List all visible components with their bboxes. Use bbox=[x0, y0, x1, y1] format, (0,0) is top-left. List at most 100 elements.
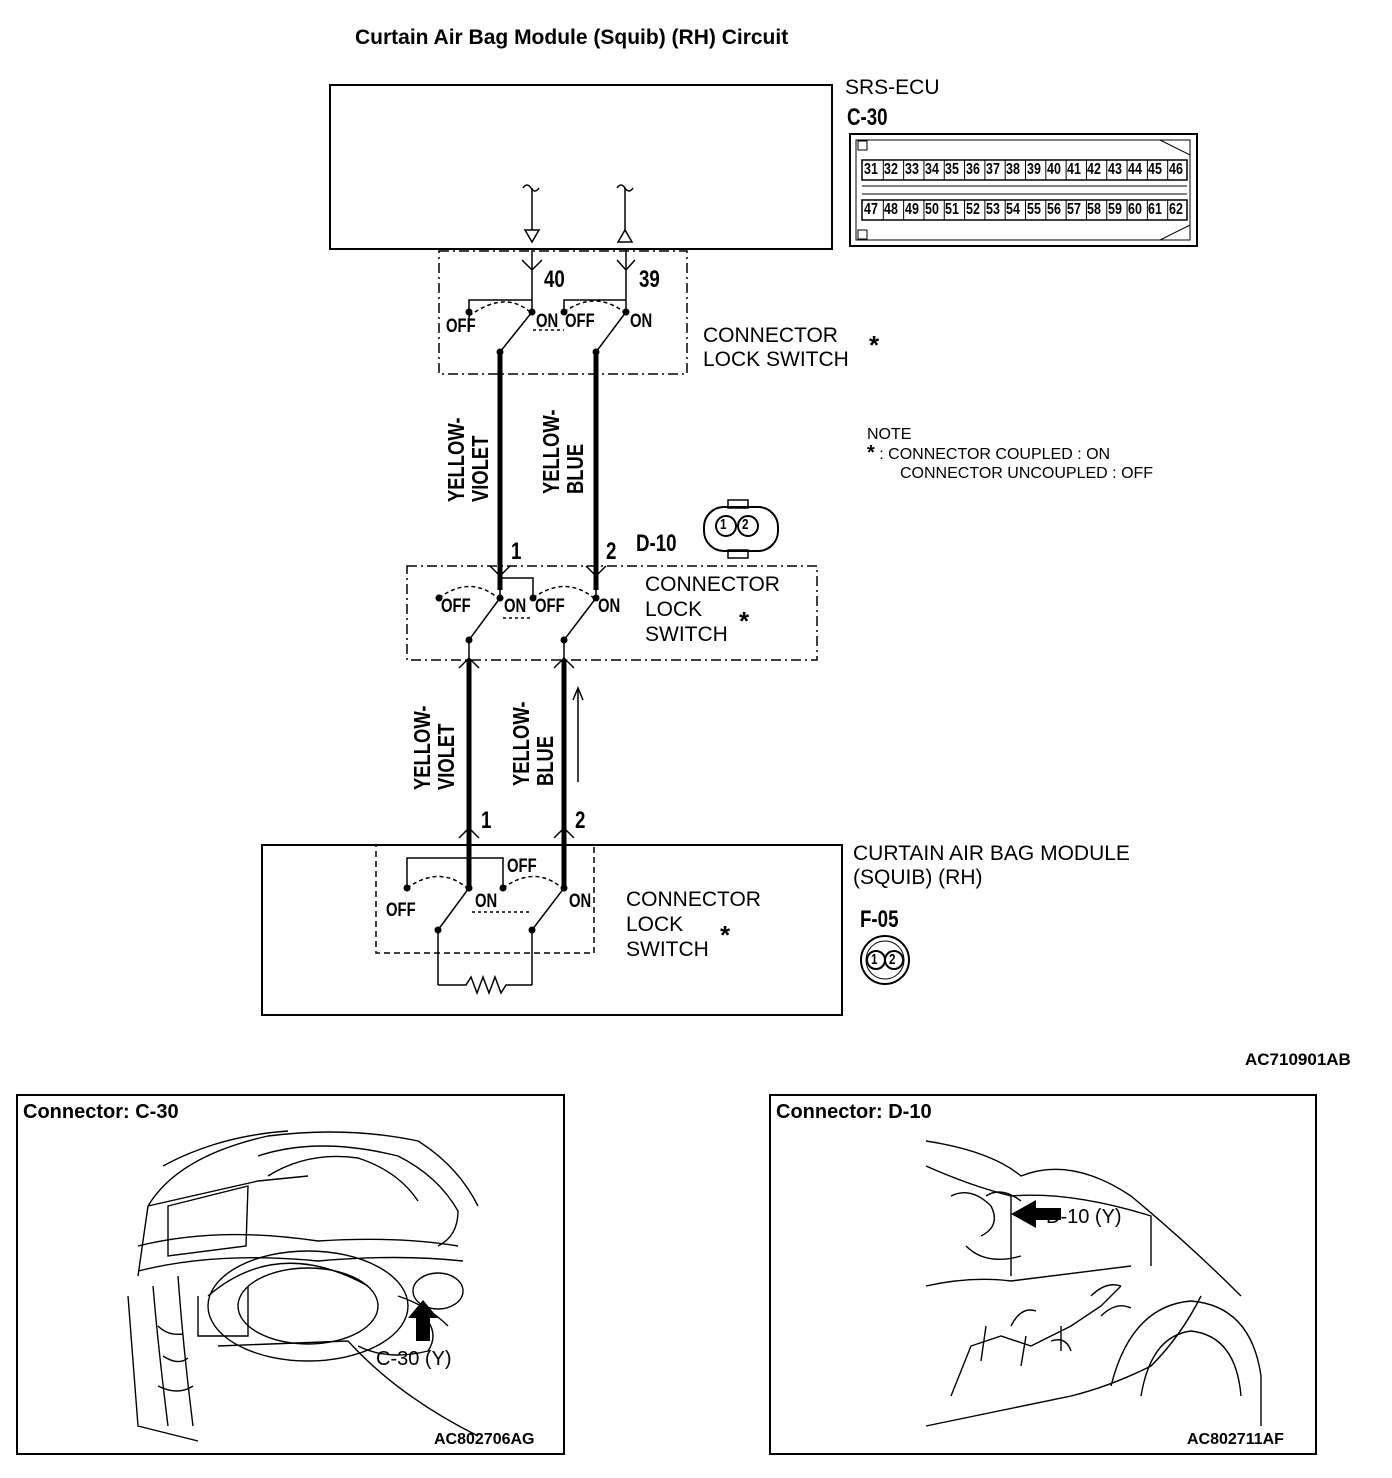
module-name-line2: (SQUIB) (RH) bbox=[853, 866, 983, 889]
c30-bottom-pin: 62 bbox=[1168, 201, 1183, 218]
c30-top-pin: 40 bbox=[1046, 161, 1061, 178]
note-line1: : CONNECTOR COUPLED : ON bbox=[879, 446, 1111, 463]
wire-label-upper-right: YELLOW- BLUE bbox=[538, 409, 588, 494]
wire-label-upper-right-1: YELLOW- bbox=[538, 409, 564, 494]
c30-bottom-pin: 58 bbox=[1087, 201, 1102, 218]
c30-bottom-pin: 61 bbox=[1148, 201, 1163, 218]
c30-top-pin: 43 bbox=[1107, 161, 1122, 178]
module-name-line1: CURTAIN AIR BAG MODULE bbox=[853, 842, 1130, 865]
wire-label-upper-left-1: YELLOW- bbox=[443, 417, 469, 502]
module-lock-switch-box bbox=[375, 844, 595, 954]
wire-label-lower-left-2: VIOLET bbox=[433, 723, 459, 790]
upper-off-label-1: OFF bbox=[446, 316, 476, 337]
c30-top-pin: 36 bbox=[965, 161, 980, 178]
module-lock-switch-circuit bbox=[406, 826, 575, 996]
middle-on-label-1: ON bbox=[504, 596, 527, 617]
d10-body-illustration bbox=[925, 1140, 1262, 1427]
middle-lock-switch-label: CONNECTOR LOCK SWITCH bbox=[645, 572, 780, 647]
upper-lock-switch-label: CONNECTOR LOCK SWITCH bbox=[703, 324, 849, 372]
c30-top-pin: 31 bbox=[864, 161, 878, 178]
c30-top-pin: 44 bbox=[1128, 161, 1142, 178]
c30-top-pin: 35 bbox=[945, 161, 960, 178]
middle-lock-switch-star: * bbox=[739, 606, 750, 636]
panel-connector-d10: Connector: D-10 D-10 (Y) AC802711AF bbox=[769, 1094, 1317, 1455]
current-direction-arrow bbox=[572, 686, 584, 782]
upper-off-label-2: OFF bbox=[565, 311, 595, 332]
c30-bottom-pin: 54 bbox=[1006, 201, 1021, 218]
module-off-label-left: OFF bbox=[386, 900, 416, 921]
f05-connector-icon bbox=[860, 935, 910, 985]
f05-icon-pin1: 1 bbox=[871, 951, 878, 968]
panel-d10-title: Connector: D-10 bbox=[776, 1101, 932, 1123]
ecu-internal-symbols bbox=[522, 184, 634, 244]
d10-icon-pin2: 2 bbox=[742, 516, 749, 533]
c30-bottom-pin: 57 bbox=[1067, 201, 1082, 218]
panel-c30-code: AC802706AG bbox=[434, 1431, 535, 1448]
panel-connector-c30: Connector: C-30 C-30 (Y) AC8 bbox=[16, 1094, 565, 1455]
c30-top-pin: 45 bbox=[1148, 161, 1163, 178]
c30-top-pin: 38 bbox=[1006, 161, 1021, 178]
note-heading: NOTE bbox=[867, 426, 912, 443]
note-block: NOTE * : CONNECTOR COUPLED : ON CONNECTO… bbox=[867, 425, 1153, 483]
c30-top-pin: 34 bbox=[924, 161, 939, 178]
panel-c30-title: Connector: C-30 bbox=[23, 1101, 179, 1123]
c30-locator-arrow bbox=[408, 1300, 438, 1341]
srs-ecu-box bbox=[329, 84, 833, 250]
c30-top-pin: 32 bbox=[884, 161, 899, 178]
wire-label-lower-right: YELLOW- BLUE bbox=[508, 701, 558, 786]
pin-39-label: 39 bbox=[639, 266, 660, 293]
c30-top-pin: 41 bbox=[1067, 161, 1082, 178]
f05-connector-id: F-05 bbox=[860, 906, 899, 933]
d10-pin1-label: 1 bbox=[511, 538, 522, 565]
c30-dashboard-illustration bbox=[127, 1130, 479, 1442]
c30-top-pin: 37 bbox=[985, 161, 1000, 178]
wire-label-upper-right-2: BLUE bbox=[562, 443, 588, 494]
note-line2: CONNECTOR UNCOUPLED : OFF bbox=[900, 465, 1154, 482]
ecu-name: SRS-ECU bbox=[845, 76, 940, 99]
d10-connector-icon bbox=[703, 499, 779, 559]
middle-off-label-2: OFF bbox=[535, 596, 565, 617]
c30-top-pin: 39 bbox=[1026, 161, 1041, 178]
upper-lock-switch-star: * bbox=[869, 330, 880, 360]
c30-bottom-pin: 56 bbox=[1046, 201, 1061, 218]
c30-bottom-pin: 50 bbox=[924, 201, 939, 218]
upper-on-label-2: ON bbox=[630, 311, 653, 332]
panel-d10-code: AC802711AF bbox=[1187, 1431, 1284, 1448]
module-lock-switch-star: * bbox=[720, 920, 731, 950]
middle-lock-switch-line1: CONNECTOR bbox=[645, 573, 780, 596]
c30-bottom-pin: 59 bbox=[1107, 201, 1122, 218]
c30-bottom-pin: 51 bbox=[945, 201, 960, 218]
c30-bottom-pin: 52 bbox=[965, 201, 980, 218]
d10-icon-pin1: 1 bbox=[720, 516, 727, 533]
module-name-label: CURTAIN AIR BAG MODULE (SQUIB) (RH) bbox=[853, 842, 1130, 890]
d10-connector-id: D-10 bbox=[636, 530, 677, 557]
c30-top-pin: 33 bbox=[904, 161, 919, 178]
c30-bottom-pin: 48 bbox=[884, 201, 899, 218]
wire-label-lower-left: YELLOW- VIOLET bbox=[409, 705, 459, 790]
c30-bottom-pin: 49 bbox=[904, 201, 919, 218]
panel-d10-callout: D-10 (Y) bbox=[1046, 1206, 1122, 1228]
module-lock-switch-line1: CONNECTOR bbox=[626, 888, 761, 911]
wire-label-lower-left-1: YELLOW- bbox=[409, 705, 435, 790]
wire-label-lower-right-1: YELLOW- bbox=[508, 701, 534, 786]
panel-c30-callout: C-30 (Y) bbox=[376, 1348, 452, 1370]
c30-top-pin: 42 bbox=[1087, 161, 1102, 178]
middle-lock-switch-line3: SWITCH bbox=[645, 623, 728, 646]
middle-lock-switch-circuit bbox=[438, 565, 607, 669]
c30-bottom-pin: 55 bbox=[1026, 201, 1041, 218]
upper-lock-switch-circuit bbox=[468, 249, 636, 353]
wire-label-upper-left-2: VIOLET bbox=[467, 435, 493, 502]
wire-label-lower-right-2: BLUE bbox=[532, 735, 558, 786]
c30-bottom-pin: 60 bbox=[1128, 201, 1142, 218]
upper-lock-switch-line1: CONNECTOR bbox=[703, 324, 838, 347]
diagram-title: Curtain Air Bag Module (Squib) (RH) Circ… bbox=[355, 26, 789, 49]
ecu-connector-id: C-30 bbox=[847, 104, 888, 131]
c30-bottom-pin: 53 bbox=[985, 201, 1000, 218]
upper-lock-switch-box bbox=[438, 250, 688, 375]
d10-locator-arrow bbox=[1011, 1200, 1061, 1228]
middle-off-label-1: OFF bbox=[441, 596, 471, 617]
c30-connector-face bbox=[849, 133, 1198, 247]
middle-lock-switch-box bbox=[406, 565, 818, 661]
c30-top-pin: 46 bbox=[1168, 161, 1183, 178]
